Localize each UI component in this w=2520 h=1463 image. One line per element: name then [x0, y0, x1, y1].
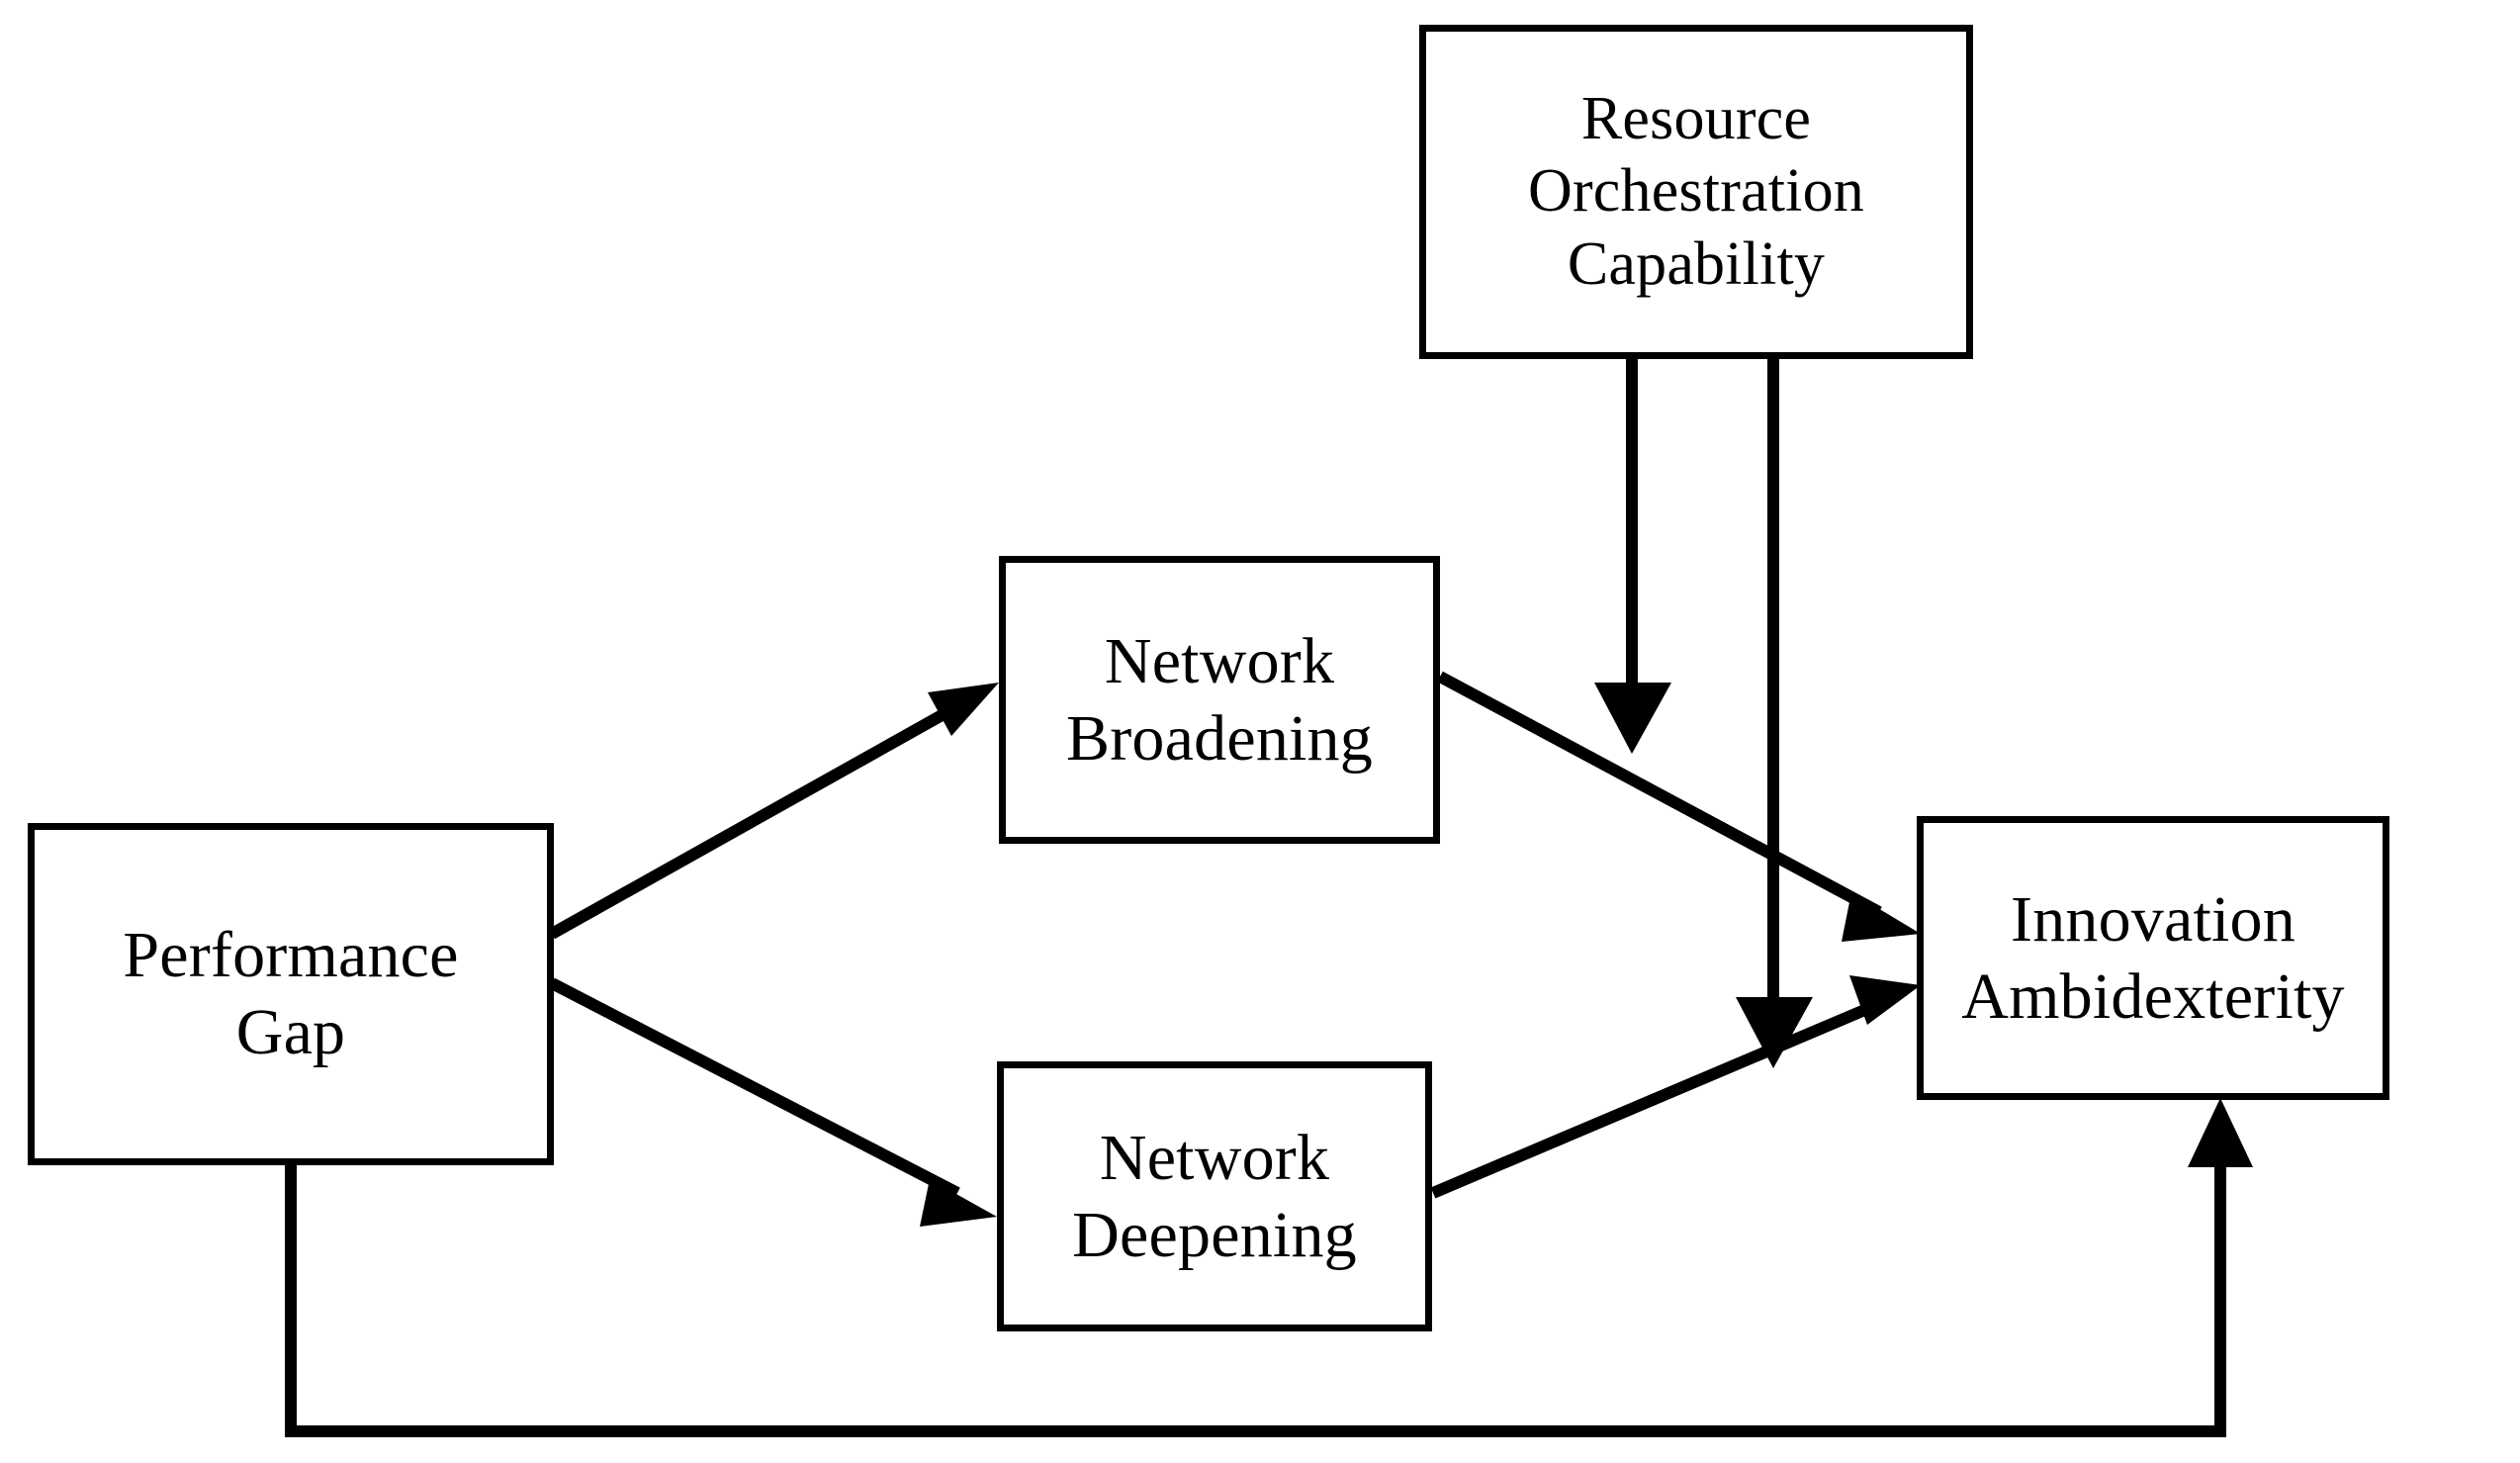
edge-network-broadening-to-innovation-ambidexterity: [1437, 671, 1921, 942]
node-label-network-broadening: Network Broadening: [1066, 624, 1373, 775]
node-performance-gap[interactable]: Performance Gap: [28, 823, 554, 1165]
node-label-resource-orchestration-capability: Resource Orchestration Capability: [1527, 85, 1865, 298]
node-network-broadening[interactable]: Network Broadening: [999, 556, 1440, 844]
node-resource-orchestration-capability[interactable]: Resource Orchestration Capability: [1419, 25, 1973, 359]
edge-resource-orchestration-moderates-broadening-path: [1594, 358, 1671, 754]
node-label-network-deepening: Network Deepening: [1072, 1121, 1357, 1271]
node-label-performance-gap: Performance Gap: [123, 919, 459, 1068]
node-innovation-ambidexterity[interactable]: Innovation Ambidexterity: [1917, 816, 2389, 1100]
edge-performance-gap-to-network-broadening: [549, 683, 999, 940]
edge-performance-gap-to-network-deepening: [549, 977, 997, 1227]
edge-network-deepening-to-innovation-ambidexterity: [1430, 975, 1921, 1199]
node-label-innovation-ambidexterity: Innovation Ambidexterity: [1961, 882, 2345, 1033]
edge-performance-gap-to-innovation-ambidexterity-direct: [285, 1098, 2253, 1437]
node-network-deepening[interactable]: Network Deepening: [997, 1061, 1432, 1331]
edge-resource-orchestration-moderates-deepening-path: [1736, 358, 1813, 1068]
